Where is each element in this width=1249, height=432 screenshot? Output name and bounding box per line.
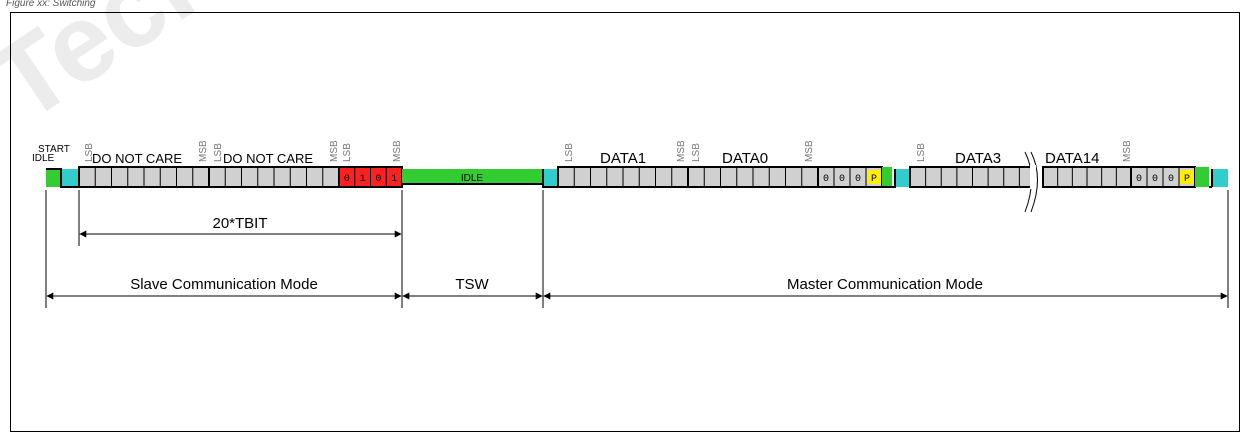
stop-bit-a	[882, 167, 892, 187]
msb-label: MSB	[392, 140, 403, 162]
break-gap	[1030, 165, 1036, 189]
slave-label: Slave Communication Mode	[130, 276, 318, 293]
lsb-label: LSB	[564, 143, 575, 162]
bit-value: 0	[855, 174, 861, 185]
start-bit-data3	[895, 169, 910, 187]
lsb-label: LSB	[916, 143, 927, 162]
msb-label: MSB	[676, 140, 687, 162]
idle-left-segment	[46, 169, 61, 187]
bit-value: 0	[344, 174, 350, 185]
bit-value: 0	[1136, 174, 1142, 185]
stop-bit-b	[1195, 167, 1209, 187]
data14-label: DATA14	[1045, 150, 1099, 167]
master-label: Master Communication Mode	[787, 276, 983, 293]
idle-mid-segment	[402, 169, 543, 184]
data0-label: DATA0	[722, 150, 768, 167]
idle-right-segment	[1212, 169, 1228, 187]
do-not-care-label-1: DO NOT CARE	[92, 151, 182, 166]
lsb-label: LSB	[213, 143, 224, 162]
data1-label: DATA1	[600, 150, 646, 167]
msb-label: MSB	[198, 140, 209, 162]
idle-left-label: IDLE	[32, 153, 55, 164]
lsb-label: LSB	[84, 143, 95, 162]
bit-value: 0	[375, 174, 381, 185]
bit-value: 1	[360, 174, 366, 185]
bit-value: 0	[1168, 174, 1174, 185]
start-bit-segment	[61, 169, 79, 187]
waveform-line	[46, 168, 1213, 188]
msb-label: MSB	[804, 140, 815, 162]
bit-value: 1	[391, 174, 397, 185]
msb-label: MSB	[329, 140, 340, 162]
data3-label: DATA3	[955, 150, 1001, 167]
parity-bit-fill	[1180, 170, 1194, 184]
msb-label: MSB	[1122, 140, 1133, 162]
start-bit-data1	[543, 169, 558, 187]
bit-value: 0	[823, 174, 829, 185]
parity-bit: P	[1184, 174, 1190, 185]
bit-dividers	[94, 168, 1180, 186]
parity-bit-fill	[867, 170, 881, 184]
start-label: START	[38, 144, 70, 155]
figure-caption: Figure xx: Switching	[6, 0, 96, 9]
parity-bit: P	[871, 174, 877, 185]
do-not-care-label-2: DO NOT CARE	[223, 151, 313, 166]
tsw-label: TSW	[455, 276, 489, 293]
lsb-msb-labels: LSB MSB LSB MSB LSB MSB LSB MSB LSB MSB …	[84, 140, 1133, 162]
idle-mid-label: IDLE	[461, 173, 484, 184]
lsb-label: LSB	[342, 143, 353, 162]
tbit-label: 20*TBIT	[212, 215, 267, 232]
lsb-label: LSB	[691, 143, 702, 162]
bit-value: 0	[1152, 174, 1158, 185]
bit-value: 0	[839, 174, 845, 185]
